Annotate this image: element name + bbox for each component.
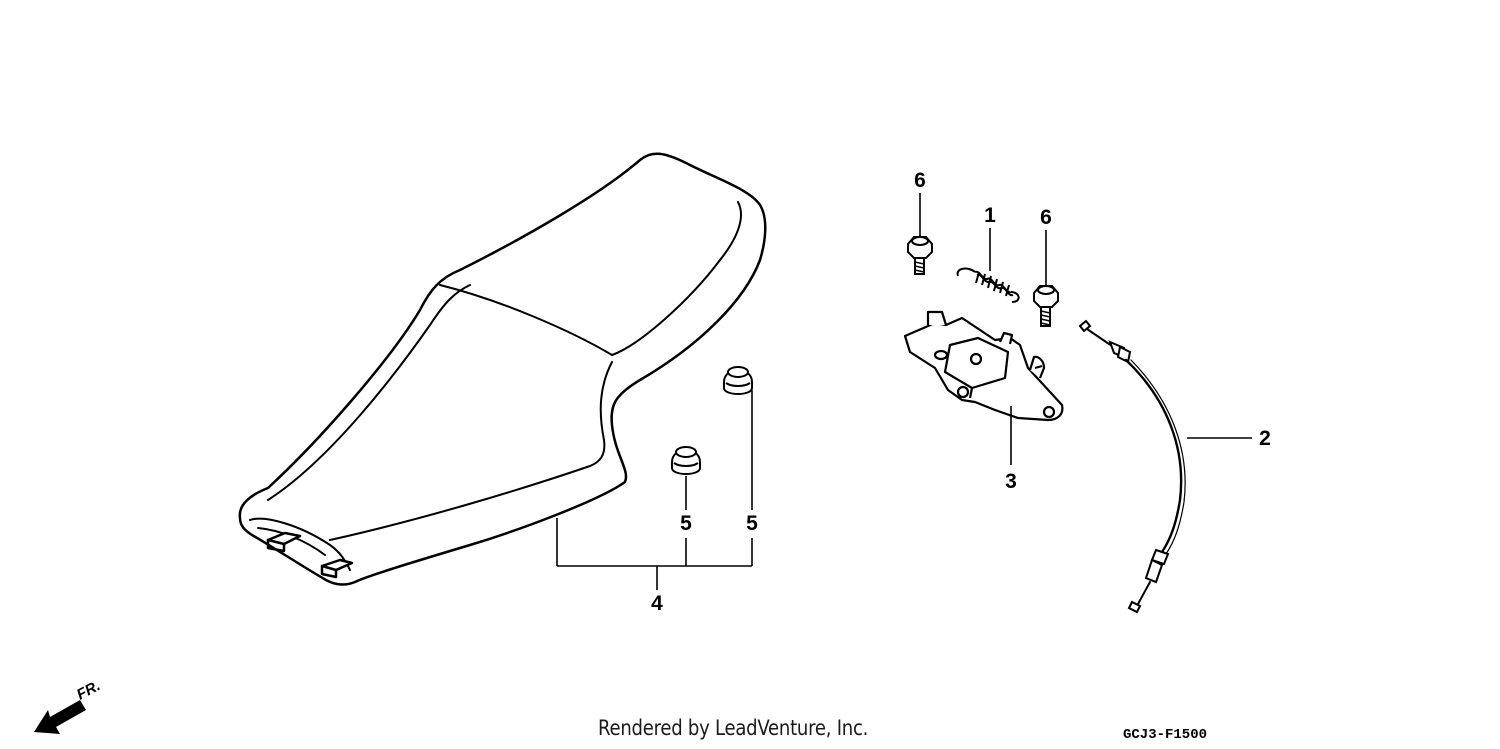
bolt-right [1033, 285, 1059, 327]
callout-bolt-right: 6 [1040, 206, 1052, 229]
callout-bracket: 3 [1005, 470, 1017, 493]
callout-grommet-left: 5 [680, 512, 692, 535]
callout-seat-assy: 4 [651, 592, 663, 615]
release-cable [1078, 319, 1186, 614]
footer-credit: Rendered by LeadVenture, Inc. [598, 716, 869, 740]
leader-lines [556, 193, 1252, 590]
bolt-left [907, 236, 933, 275]
callout-cable: 2 [1259, 427, 1271, 450]
latch-bracket [903, 310, 1064, 422]
callout-grommet-right: 5 [746, 512, 758, 535]
grommet-left [671, 446, 701, 475]
front-direction-arrow-icon [34, 700, 86, 734]
callout-bolt-left: 6 [914, 169, 926, 192]
grommet-right [723, 366, 753, 395]
direction-label: FR. [74, 677, 103, 703]
seat [238, 152, 767, 586]
diagram-code: GCJ3-F1500 [1123, 727, 1208, 743]
callout-spring: 1 [984, 204, 996, 227]
spring [956, 267, 1020, 303]
